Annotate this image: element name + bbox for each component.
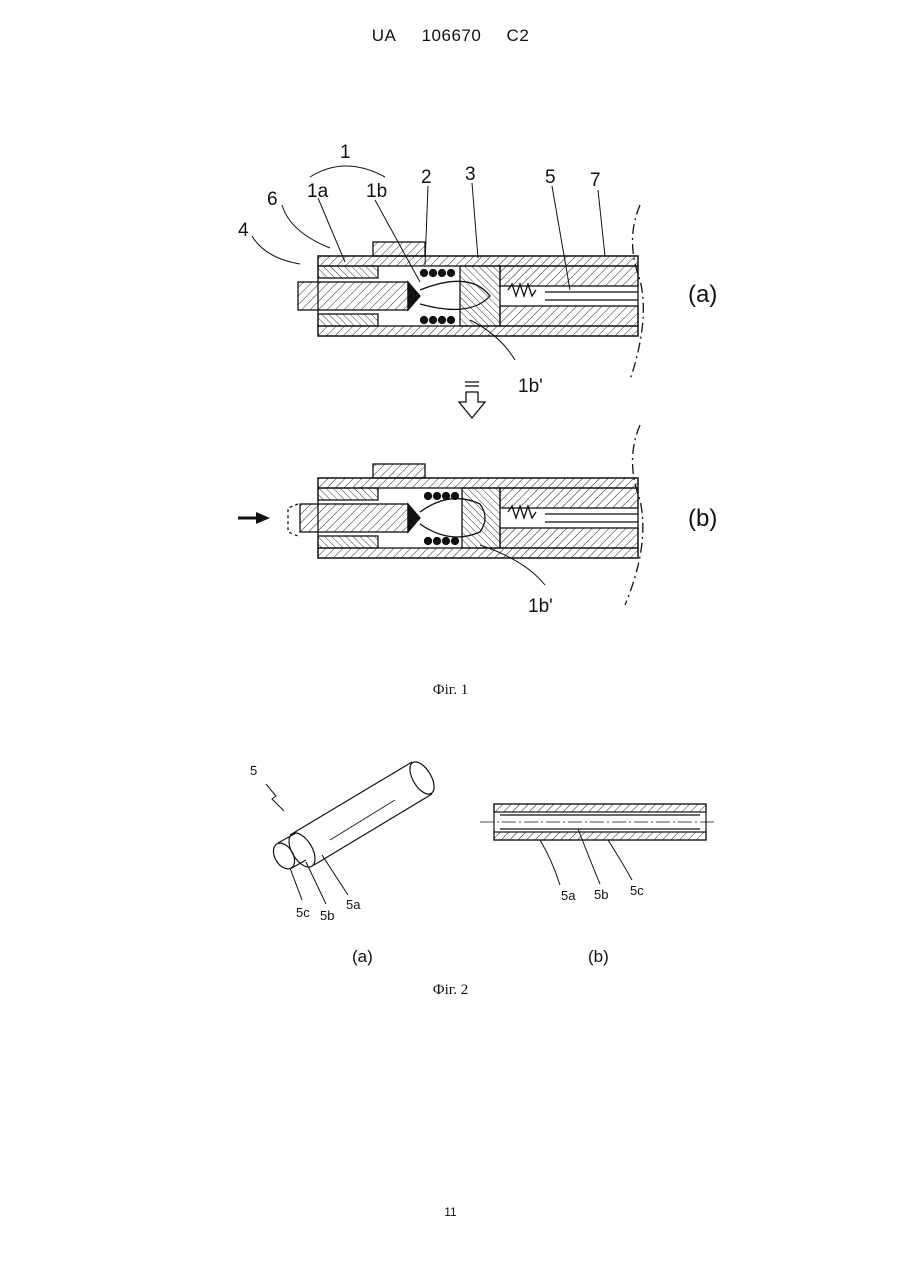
label-1a: 1a (307, 181, 329, 202)
fig1-view-b-label: (b) (688, 505, 717, 532)
fig2b-label-5a: 5a (561, 888, 576, 903)
fig2-labels: 5 5c 5b 5a 5a 5b 5c (a) (b) (250, 763, 644, 966)
page-number: 11 (0, 1205, 901, 1219)
label-3: 3 (465, 164, 476, 185)
down-arrow-icon (459, 382, 485, 418)
fig1a-spring (421, 270, 455, 324)
fig2-label-5: 5 (250, 763, 257, 778)
fig2-view-b-drawing (480, 804, 716, 840)
fig2a-leader-lines (266, 784, 348, 904)
figure-2-caption: Фіг. 2 (0, 982, 901, 999)
label-1: 1 (340, 142, 351, 163)
fig2-view-a-label: (a) (352, 947, 373, 966)
fig2a-label-5a: 5a (346, 897, 361, 912)
fig2-view-b-label: (b) (588, 947, 609, 966)
figure-1-caption: Фіг. 1 (0, 682, 901, 699)
fig2-view-a-drawing (269, 758, 439, 873)
label-1b-prime-a: 1b' (518, 376, 543, 397)
label-4: 4 (238, 220, 249, 241)
label-1b-prime-b: 1b' (528, 596, 553, 617)
label-1b: 1b (366, 181, 387, 202)
fig2b-label-5b: 5b (594, 887, 608, 902)
fig1-view-b-drawing (288, 425, 643, 605)
push-arrow-icon (238, 512, 270, 524)
label-5: 5 (545, 167, 556, 188)
fig2b-label-5c: 5c (630, 883, 644, 898)
fig1-view-a-drawing (298, 205, 643, 380)
label-6: 6 (267, 189, 278, 210)
fig2a-label-5c: 5c (296, 905, 310, 920)
label-2: 2 (421, 167, 432, 188)
label-7: 7 (590, 170, 601, 191)
fig2a-label-5b: 5b (320, 908, 334, 923)
fig1-view-a-label: (a) (688, 281, 717, 308)
